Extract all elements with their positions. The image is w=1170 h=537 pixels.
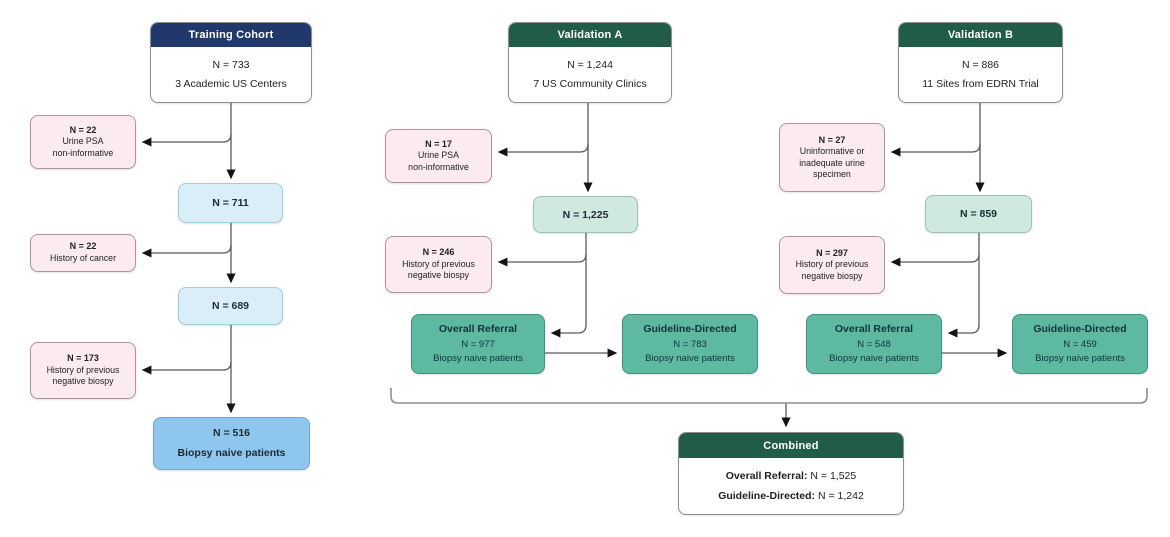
step-n: N = 689 (211, 300, 250, 312)
result-label: Biopsy naive patients (433, 352, 523, 364)
training-step-711: N = 711 (178, 183, 283, 223)
result-n: N = 459 (1063, 338, 1097, 350)
training-step-689: N = 689 (178, 287, 283, 325)
exclusion-reason: History of cancer (50, 253, 116, 264)
validation-a-n: N = 1,244 (567, 58, 613, 71)
validation-b-overall-referral-box: Overall Referral N = 548 Biopsy naive pa… (806, 314, 942, 374)
final-n: N = 516 (212, 426, 251, 439)
exclusion-reason: Urine PSA non-informative (52, 136, 114, 158)
combined-guideline-value: N = 1,242 (815, 489, 864, 502)
result-title: Overall Referral (834, 322, 914, 335)
final-label: Biopsy naive patients (177, 446, 286, 459)
exclusion-n: N = 22 (69, 124, 97, 135)
result-title: Guideline-Directed (643, 322, 737, 335)
validation-b-box: Validation B N = 886 11 Sites from EDRN … (898, 22, 1063, 103)
validation-b-step-859: N = 859 (925, 195, 1032, 233)
result-label: Biopsy naive patients (645, 352, 735, 364)
exclusion-n: N = 246 (422, 247, 455, 258)
exclusion-n: N = 297 (816, 247, 848, 258)
result-n: N = 548 (857, 338, 891, 350)
validation-b-n: N = 886 (961, 58, 1000, 71)
exclusion-n: N = 22 (69, 241, 97, 252)
training-cohort-box: Training Cohort N = 733 3 Academic US Ce… (150, 22, 312, 103)
combined-overall-row: Overall Referral: N = 1,525 (726, 470, 856, 482)
step-n: N = 1,225 (562, 208, 609, 221)
exclusion-reason: Uninformative or inadequate urine specim… (799, 146, 865, 180)
validation-a-subtitle: 7 US Community Clinics (533, 78, 647, 91)
result-title: Guideline-Directed (1033, 322, 1127, 335)
training-final-box: N = 516 Biopsy naive patients (153, 417, 310, 470)
result-title: Overall Referral (438, 322, 518, 335)
exclusion-reason: Urine PSA non-informative (408, 150, 469, 172)
validation-b-exclusion-uninformative-specimen: N = 27 Uninformative or inadequate urine… (779, 123, 885, 192)
exclusion-reason: History of previous negative biospy (795, 259, 869, 281)
validation-a-overall-referral-box: Overall Referral N = 977 Biopsy naive pa… (411, 314, 545, 374)
combined-overall-value: N = 1,525 (807, 470, 857, 483)
result-label: Biopsy naive patients (1035, 352, 1125, 364)
validation-a-guideline-directed-box: Guideline-Directed N = 783 Biopsy naive … (622, 314, 758, 374)
result-label: Biopsy naive patients (829, 352, 919, 364)
training-cohort-title: Training Cohort (151, 23, 311, 47)
combined-overall-label: Overall Referral: (725, 470, 808, 483)
validation-b-subtitle: 11 Sites from EDRN Trial (922, 78, 1039, 91)
validation-a-step-1225: N = 1,225 (533, 196, 638, 233)
combined-box: Combined Overall Referral: N = 1,525 Gui… (678, 432, 904, 515)
exclusion-n: N = 173 (67, 353, 99, 364)
validation-b-exclusion-negative-biopsy: N = 297 History of previous negative bio… (779, 236, 885, 294)
result-n: N = 783 (673, 338, 707, 350)
combined-title: Combined (679, 433, 903, 458)
step-n: N = 859 (959, 208, 998, 220)
result-n: N = 977 (461, 338, 495, 350)
step-n: N = 711 (212, 197, 249, 209)
training-exclusion-cancer-history: N = 22 History of cancer (30, 234, 136, 272)
validation-b-guideline-directed-box: Guideline-Directed N = 459 Biopsy naive … (1012, 314, 1148, 374)
training-n: N = 733 (212, 58, 250, 71)
combined-guideline-row: Guideline-Directed: N = 1,242 (718, 490, 864, 502)
exclusion-n: N = 27 (818, 134, 846, 145)
exclusion-reason: History of previous negative biospy (46, 364, 120, 387)
training-exclusion-urine-psa: N = 22 Urine PSA non-informative (30, 115, 136, 169)
validation-a-title: Validation A (509, 23, 671, 47)
combined-guideline-label: Guideline-Directed: (718, 489, 816, 502)
validation-b-title: Validation B (899, 23, 1062, 47)
training-exclusion-negative-biopsy: N = 173 History of previous negative bio… (30, 342, 136, 399)
training-subtitle: 3 Academic US Centers (175, 78, 287, 91)
validation-a-exclusion-negative-biopsy: N = 246 History of previous negative bio… (385, 236, 492, 293)
exclusion-reason: History of previous negative biospy (402, 258, 475, 281)
validation-a-box: Validation A N = 1,244 7 US Community Cl… (508, 22, 672, 103)
validation-a-exclusion-urine-psa: N = 17 Urine PSA non-informative (385, 129, 492, 183)
exclusion-n: N = 17 (425, 138, 452, 149)
